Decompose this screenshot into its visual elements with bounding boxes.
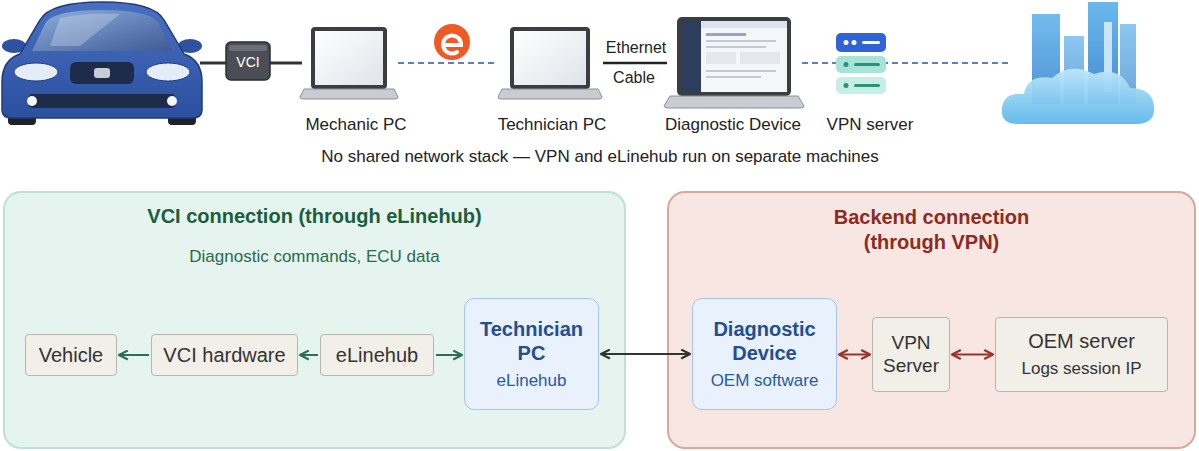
text-label: VPN server xyxy=(827,115,914,135)
vpn-server-icon-part xyxy=(844,40,849,45)
vpn-server-icon-part xyxy=(836,56,886,73)
vci-device-part xyxy=(200,62,228,65)
car-illustration-part xyxy=(70,62,134,84)
node-title: Backend connection (through VPN) xyxy=(812,205,1052,255)
node-title: VCI hardware xyxy=(163,343,285,367)
text-label: No shared network stack — VPN and eLineh… xyxy=(321,147,879,167)
group-band: Backend connection (through VPN) Diagnost… xyxy=(667,191,1196,449)
component-box: eLinehub xyxy=(320,334,434,376)
component-box: Vehicle xyxy=(25,334,117,376)
laptop-icon-part xyxy=(315,31,383,85)
elinehub-logo xyxy=(434,24,470,60)
text-label: Mechanic PC xyxy=(305,115,406,135)
node-subtitle: OEM software xyxy=(711,371,819,391)
node-title: Vehicle xyxy=(39,343,104,367)
vpn-server-icon-part xyxy=(862,41,880,44)
laptop-icon-part xyxy=(510,27,590,89)
group-band: VCI connection (through eLinehub) Diagnos… xyxy=(3,191,626,449)
laptop-icon-part xyxy=(498,89,602,99)
vpn-server-icon-part xyxy=(852,40,857,45)
node-title: OEM server xyxy=(1028,329,1135,353)
laptop-icon xyxy=(300,27,398,99)
vpn-server-icon-part xyxy=(836,33,886,52)
car-illustration-part xyxy=(28,94,176,108)
network-link-part xyxy=(802,62,1012,64)
node-subtitle: Diagnostic commands, ECU data xyxy=(189,246,439,267)
diagnostic-laptop-part xyxy=(706,70,776,72)
node-title: Technician PC xyxy=(472,317,592,365)
device-box: Diagnostic DeviceOEM software xyxy=(692,298,837,410)
vci-device xyxy=(200,42,302,80)
laptop-icon xyxy=(498,27,602,99)
car-illustration-part xyxy=(14,63,58,81)
network-link-part xyxy=(603,62,667,65)
vpn-server-icon-part xyxy=(836,77,886,94)
vpn-server-icon-part xyxy=(844,83,849,88)
car-illustration-part xyxy=(50,14,120,47)
diagnostic-laptop-part xyxy=(706,52,736,64)
text-label: Cable xyxy=(613,69,655,87)
server-box: VPN Server xyxy=(872,317,950,392)
diagnostic-laptop-part xyxy=(681,21,787,92)
text-label: Diagnostic Device xyxy=(665,115,801,135)
elinehub-logo-part xyxy=(434,24,470,60)
node-title: Diagnostic Device xyxy=(702,317,827,365)
cloud-icon-part xyxy=(1002,69,1154,124)
car-illustration xyxy=(2,2,202,125)
elinehub-logo-part xyxy=(443,36,461,54)
cloud-icon xyxy=(1002,2,1154,124)
diagnostic-laptop-part xyxy=(677,17,791,96)
diagnostic-laptop-part xyxy=(706,76,761,78)
diagnostic-laptop-part xyxy=(681,21,701,92)
car-illustration-part xyxy=(27,96,37,106)
car-illustration-part xyxy=(94,68,110,78)
diagnostic-laptop-part xyxy=(706,46,766,48)
diagnostic-laptop-part xyxy=(740,52,780,64)
text-label: VCI xyxy=(236,54,259,70)
diagnostic-laptop-part xyxy=(701,21,787,28)
node-subtitle: Logs session IP xyxy=(1021,359,1141,379)
car-illustration-part xyxy=(146,63,190,81)
vpn-server-icon-part xyxy=(854,84,880,87)
laptop-icon-part xyxy=(311,27,387,89)
vci-device-part xyxy=(229,45,267,51)
component-box: VCI hardware xyxy=(151,334,298,376)
diagnostic-laptop-part xyxy=(706,40,776,42)
node-subtitle: eLinehub xyxy=(497,371,567,391)
vpn-server-icon xyxy=(836,33,886,94)
diagnostic-laptop xyxy=(664,17,804,108)
device-box: Technician PC eLinehub xyxy=(464,298,599,410)
car-illustration-part xyxy=(2,2,202,118)
diagnostic-laptop-part xyxy=(664,96,804,108)
laptop-icon-part xyxy=(514,31,586,85)
diagnostic-laptop-part xyxy=(706,33,746,36)
vci-device-part xyxy=(268,62,302,65)
laptop-icon-part xyxy=(300,89,398,99)
node-title: VCI connection (through eLinehub) xyxy=(147,204,481,229)
text-label: Technician PC xyxy=(498,115,607,135)
network-link-part xyxy=(398,62,498,64)
server-box: OEM serverLogs session IP xyxy=(995,317,1168,392)
node-title: VPN Server xyxy=(876,332,946,378)
vci-device-part xyxy=(226,42,270,80)
text-label: Ethernet xyxy=(606,39,666,57)
node-title: eLinehub xyxy=(336,343,418,367)
vpn-server-icon-part xyxy=(844,62,849,67)
car-illustration-part xyxy=(167,96,177,106)
car-illustration-part xyxy=(32,10,172,51)
vpn-server-icon-part xyxy=(854,63,880,66)
